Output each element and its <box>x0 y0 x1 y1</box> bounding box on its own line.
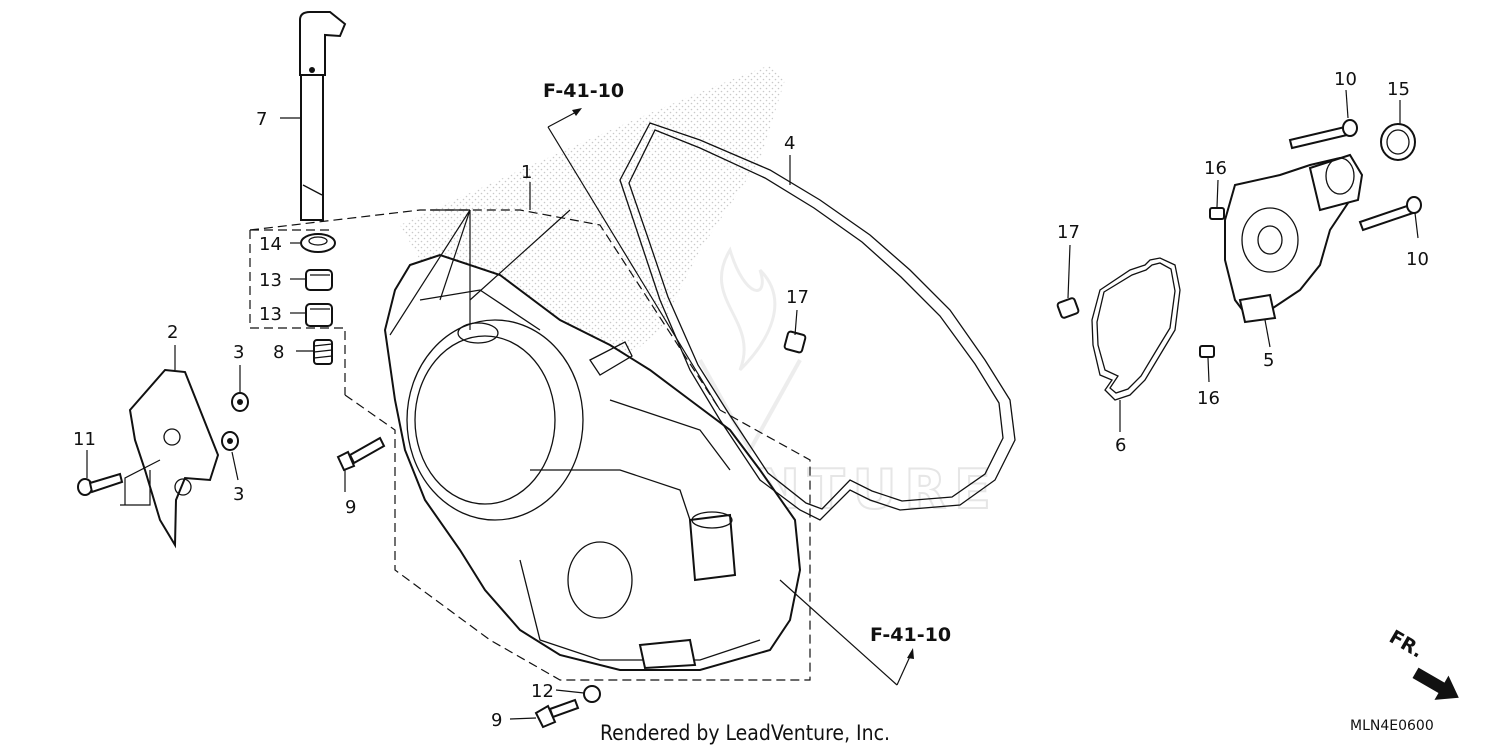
callout-3-lower: 3 <box>233 484 244 505</box>
callout-17-left: 17 <box>786 287 809 308</box>
front-arrow-icon <box>1412 667 1459 700</box>
ref-label-bottom[interactable]: F-41-10 <box>870 624 951 646</box>
callout-8: 8 <box>273 342 284 363</box>
plate-part-2 <box>128 368 220 549</box>
callout-6: 6 <box>1115 435 1126 456</box>
bolt-part-10-right <box>1358 196 1422 232</box>
callout-5: 5 <box>1263 350 1274 371</box>
callout-10-right: 10 <box>1406 249 1429 270</box>
diagram-code: MLN4E0600 <box>1350 718 1434 734</box>
callout-3-upper: 3 <box>233 342 244 363</box>
front-label: FR. <box>1385 626 1426 663</box>
oil-seal-part-14 <box>300 233 336 253</box>
bearing-part-13-lower <box>305 303 333 327</box>
dowel-part-17-left <box>783 330 807 354</box>
callout-9-lower: 9 <box>491 710 502 731</box>
cover-part-1 <box>383 253 802 671</box>
bearing-part-13-upper <box>305 269 333 291</box>
bolt-part-9-lower <box>534 698 580 729</box>
callout-14: 14 <box>259 234 282 255</box>
callout-17-right: 17 <box>1057 222 1080 243</box>
callout-2: 2 <box>167 322 178 343</box>
callout-13-upper: 13 <box>259 270 282 291</box>
o-ring-part-15 <box>1380 123 1416 161</box>
callout-13-lower: 13 <box>259 304 282 325</box>
leader-lines-part-1 <box>389 182 571 336</box>
callout-15: 15 <box>1387 79 1410 100</box>
callout-16-upper: 16 <box>1204 158 1227 179</box>
spring-part-8 <box>313 339 333 365</box>
ref-arrow-bottom <box>779 579 914 686</box>
bolt-part-9-upper <box>336 436 386 472</box>
dowel-part-16-upper <box>1209 207 1225 220</box>
washer-part-3-upper <box>231 392 249 412</box>
ref-label-top[interactable]: F-41-10 <box>543 80 624 102</box>
pump-part-5 <box>1224 153 1364 324</box>
callout-1: 1 <box>521 162 532 183</box>
callout-11: 11 <box>73 429 96 450</box>
shaft-part-7 <box>299 11 347 221</box>
watermark-logo <box>698 246 802 455</box>
washer-part-12 <box>583 685 601 703</box>
dowel-part-16-lower <box>1199 345 1215 358</box>
footer-credit: Rendered by LeadVenture, Inc. <box>600 721 890 745</box>
ref-arrow-top <box>547 108 721 411</box>
washer-part-3-lower <box>221 431 239 451</box>
callout-16-lower: 16 <box>1197 388 1220 409</box>
callout-7: 7 <box>256 109 267 130</box>
bolt-part-10-upper <box>1288 119 1358 150</box>
callout-4: 4 <box>784 133 795 154</box>
gasket-part-6 <box>1091 257 1181 401</box>
bolt-part-11 <box>77 472 124 496</box>
callout-10-upper: 10 <box>1334 69 1357 90</box>
callout-9-upper: 9 <box>345 497 356 518</box>
gasket-part-4 <box>619 122 1016 521</box>
callout-12: 12 <box>531 681 554 702</box>
dowel-part-17-right <box>1056 297 1080 319</box>
front-direction-indicator: FR. <box>1385 626 1459 700</box>
callout-leaders <box>86 89 1419 720</box>
